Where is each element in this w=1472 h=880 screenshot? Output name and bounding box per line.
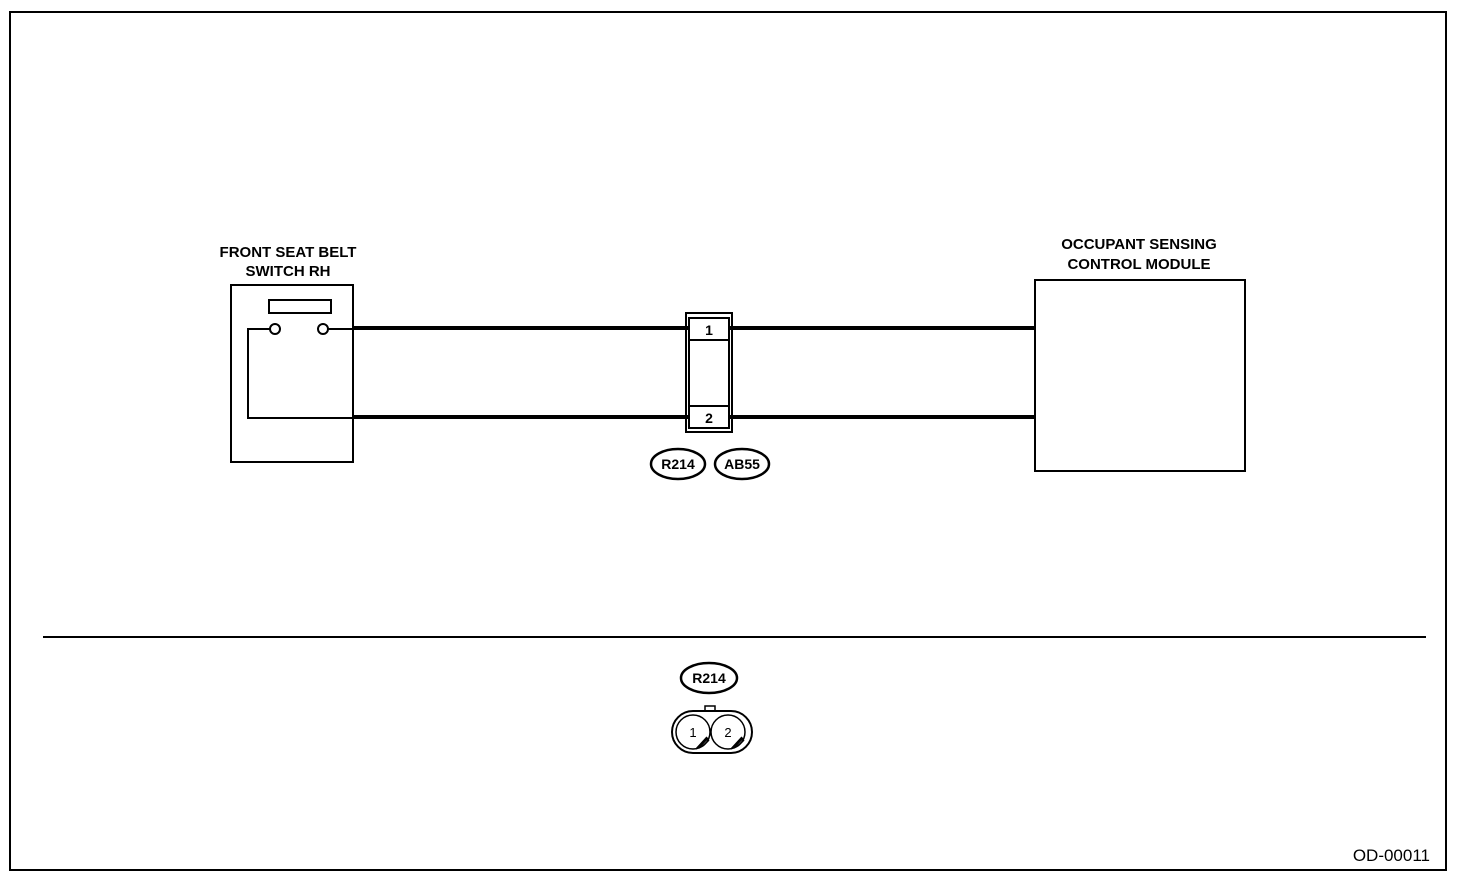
- connector-detail-code-text: R214: [692, 670, 726, 686]
- switch-body: [230, 284, 354, 463]
- connector-pin2-label: 2: [705, 410, 713, 426]
- inline-connector: 1 2: [685, 312, 733, 433]
- switch-internal-wire: [247, 328, 352, 419]
- figure-id: OD-00011: [1353, 846, 1430, 865]
- connector-detail-pin1: [675, 714, 711, 750]
- connector-detail-pin2-label: 2: [724, 725, 731, 740]
- occupant-sensing-control-module: OCCUPANT SENSING CONTROL MODULE: [1034, 236, 1246, 472]
- switch-label-line2: SWITCH RH: [246, 263, 331, 280]
- connector-pin2-box: [688, 405, 730, 429]
- connector-detail-pin1-hatch: [695, 736, 710, 750]
- connector-code-text: AB55: [724, 456, 760, 472]
- connector-detail-code-oval: [679, 661, 739, 695]
- diagram-frame: [9, 11, 1447, 871]
- switch-contact-right: [317, 323, 329, 335]
- connector-code-badge-r214: R214: [649, 447, 707, 481]
- front-seat-belt-switch: FRONT SEAT BELT SWITCH RH: [220, 244, 357, 463]
- module-body: [1034, 279, 1246, 472]
- connector-code-oval: [649, 447, 707, 481]
- connector-detail-pin2: [710, 714, 746, 750]
- connector-detail-pin1-label: 1: [689, 725, 696, 740]
- switch-contact-left: [269, 323, 281, 335]
- connector-code-badge-ab55: AB55: [713, 447, 771, 481]
- module-label-line2: CONTROL MODULE: [1067, 256, 1210, 273]
- connector-pin1-label: 1: [705, 322, 713, 338]
- connector-detail: R214 1 2: [671, 661, 753, 754]
- connector-detail-pin2-hatch: [730, 736, 745, 750]
- switch-label-line1: FRONT SEAT BELT: [220, 244, 357, 261]
- connector-pin1-box: [688, 317, 730, 341]
- module-label-line1: OCCUPANT SENSING: [1061, 236, 1217, 253]
- switch-actuator: [268, 299, 332, 314]
- connector-outer-shell: [685, 312, 733, 433]
- connector-code-text: R214: [661, 456, 695, 472]
- connector-code-oval: [713, 447, 771, 481]
